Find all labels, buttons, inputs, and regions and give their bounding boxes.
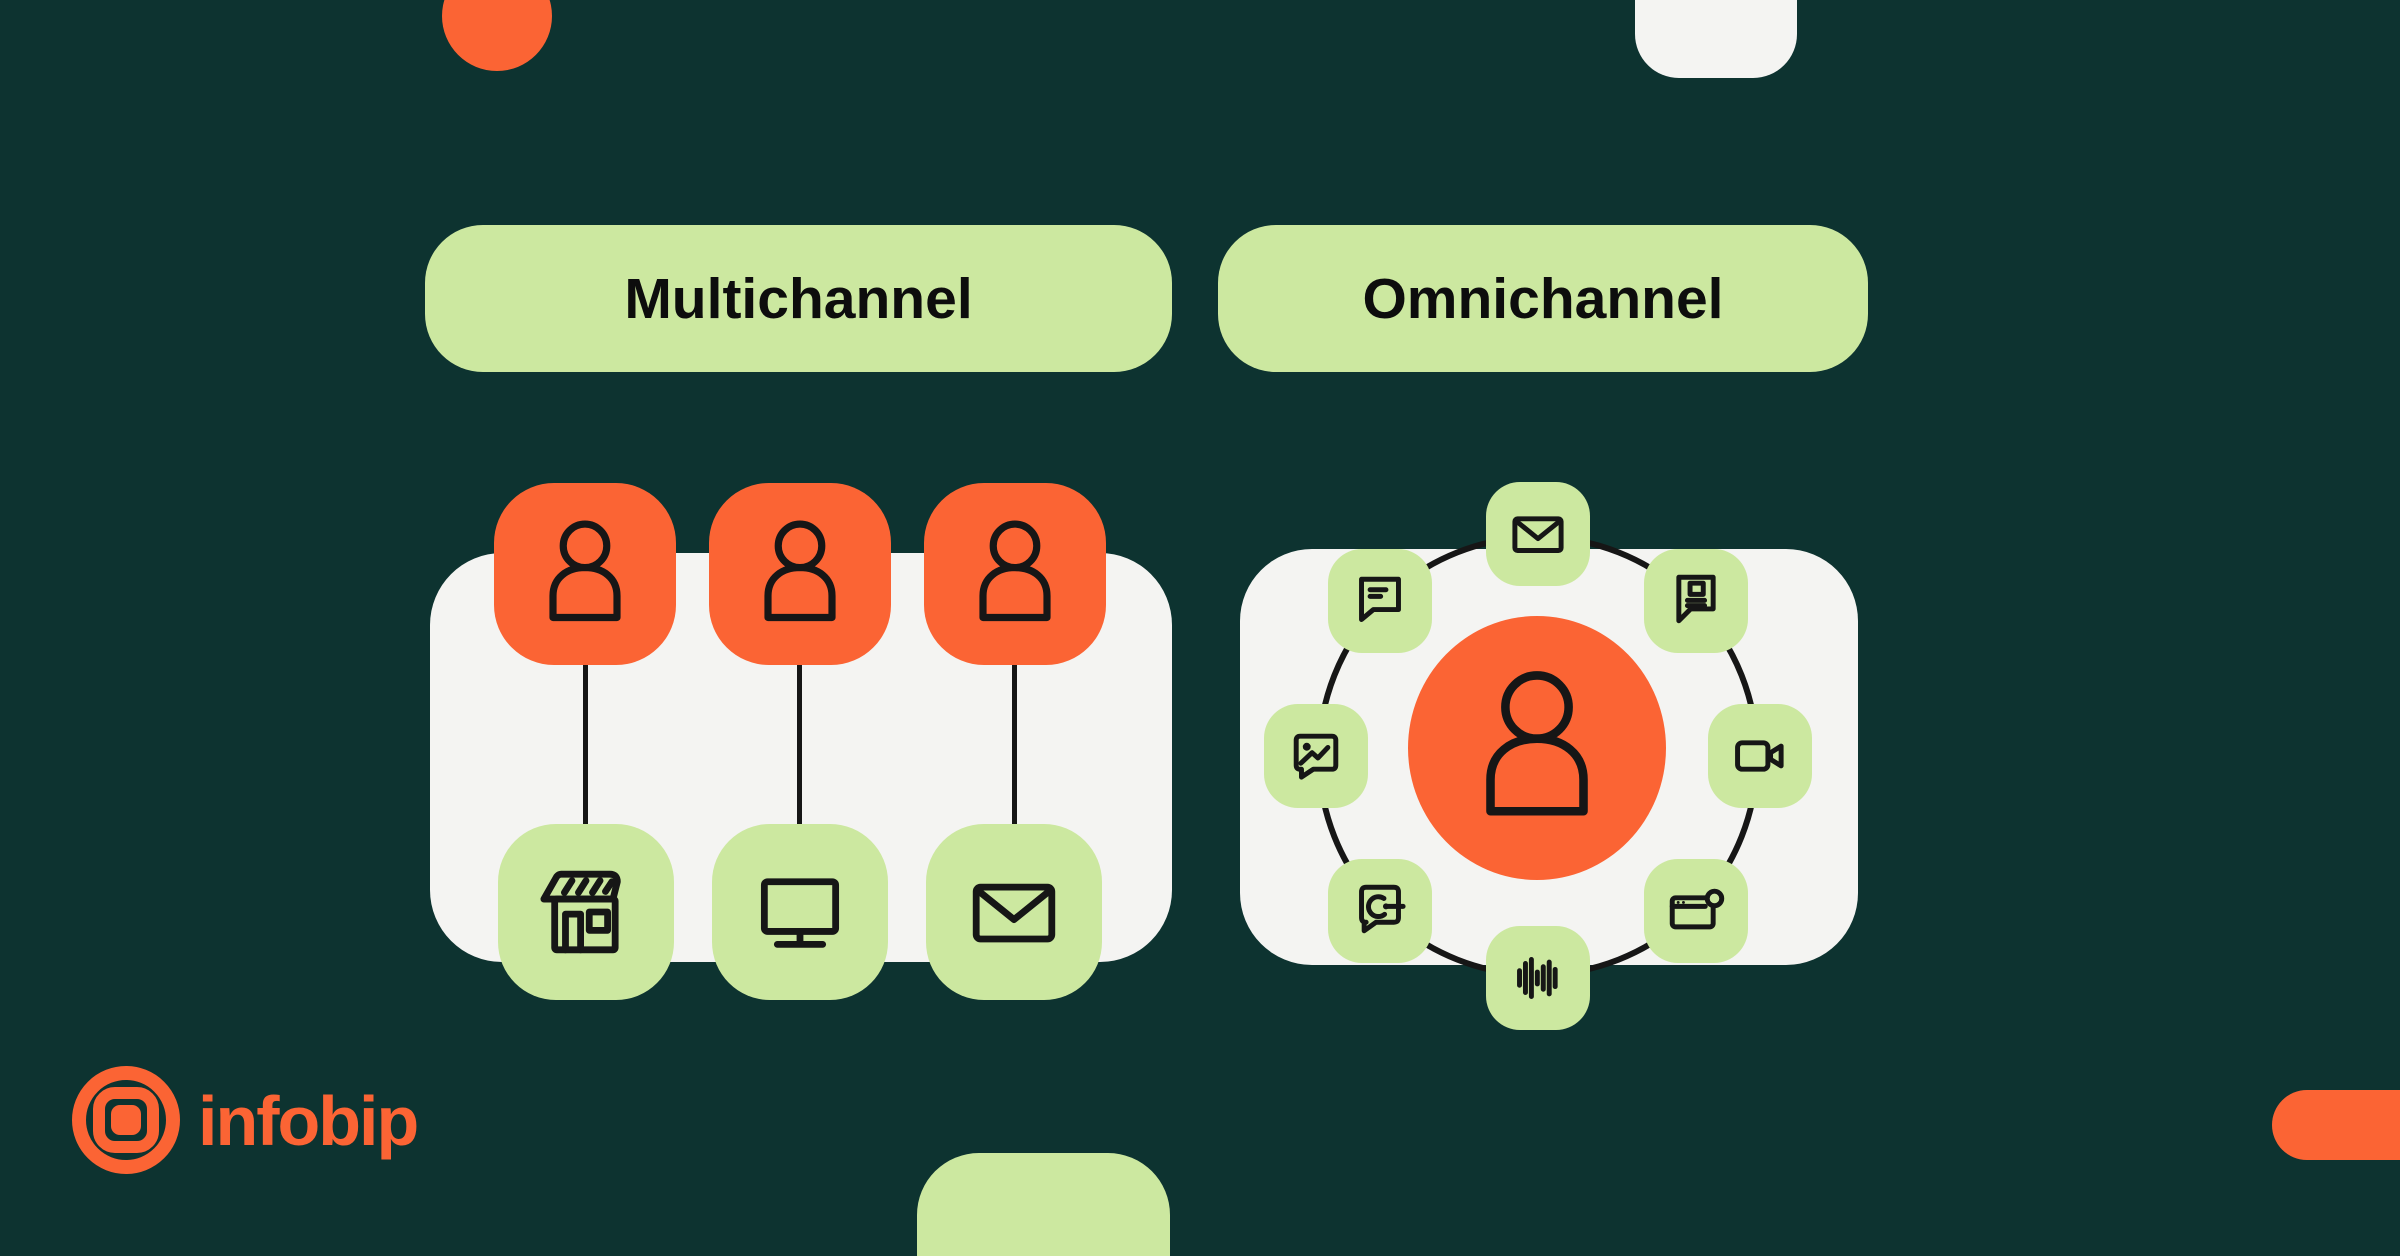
connector-line [797, 663, 802, 828]
satellite-mms [1264, 704, 1368, 808]
person-icon [521, 510, 649, 638]
person-icon [736, 510, 864, 638]
connector-line [583, 663, 588, 828]
infobip-wordmark: infobip [198, 1082, 419, 1160]
decorative-orange-dot [442, 0, 552, 71]
channel-card-desktop [712, 824, 888, 1000]
satellite-sms [1328, 549, 1432, 653]
logo-middle-ring [93, 1087, 159, 1153]
logo-inner-square [111, 1105, 141, 1135]
customer-center-blob [1408, 616, 1666, 880]
decorative-white-squircle [1635, 0, 1797, 78]
video-camera-icon [1727, 723, 1793, 789]
satellite-web-push [1644, 859, 1748, 963]
user-card [494, 483, 676, 665]
user-card [924, 483, 1106, 665]
mms-image-icon [1283, 723, 1349, 789]
satellite-chat-sync [1328, 859, 1432, 963]
multichannel-title: Multichannel [624, 266, 973, 331]
multichannel-heading-pill: Multichannel [425, 225, 1172, 372]
channel-card-email [926, 824, 1102, 1000]
omnichannel-title: Omnichannel [1362, 266, 1724, 331]
satellite-video [1708, 704, 1812, 808]
person-icon [951, 510, 1079, 638]
sms-chat-icon [1347, 568, 1413, 634]
rcs-chat-icon [1663, 568, 1729, 634]
satellite-voice [1486, 926, 1590, 1030]
satellite-email [1486, 482, 1590, 586]
user-card [709, 483, 891, 665]
web-push-icon [1663, 878, 1729, 944]
store-icon [532, 858, 640, 966]
decorative-orange-pill [2272, 1090, 2400, 1160]
satellite-rcs [1644, 549, 1748, 653]
chat-sync-icon [1347, 878, 1413, 944]
channel-card-store [498, 824, 674, 1000]
voice-waveform-icon [1505, 945, 1571, 1011]
decorative-green-squircle [917, 1153, 1170, 1256]
person-icon [1444, 655, 1630, 841]
connector-line [1012, 663, 1017, 828]
omnichannel-heading-pill: Omnichannel [1218, 225, 1868, 372]
infobip-logo-icon [72, 1066, 180, 1174]
email-icon [1505, 501, 1571, 567]
desktop-icon [746, 858, 854, 966]
email-icon [960, 858, 1068, 966]
